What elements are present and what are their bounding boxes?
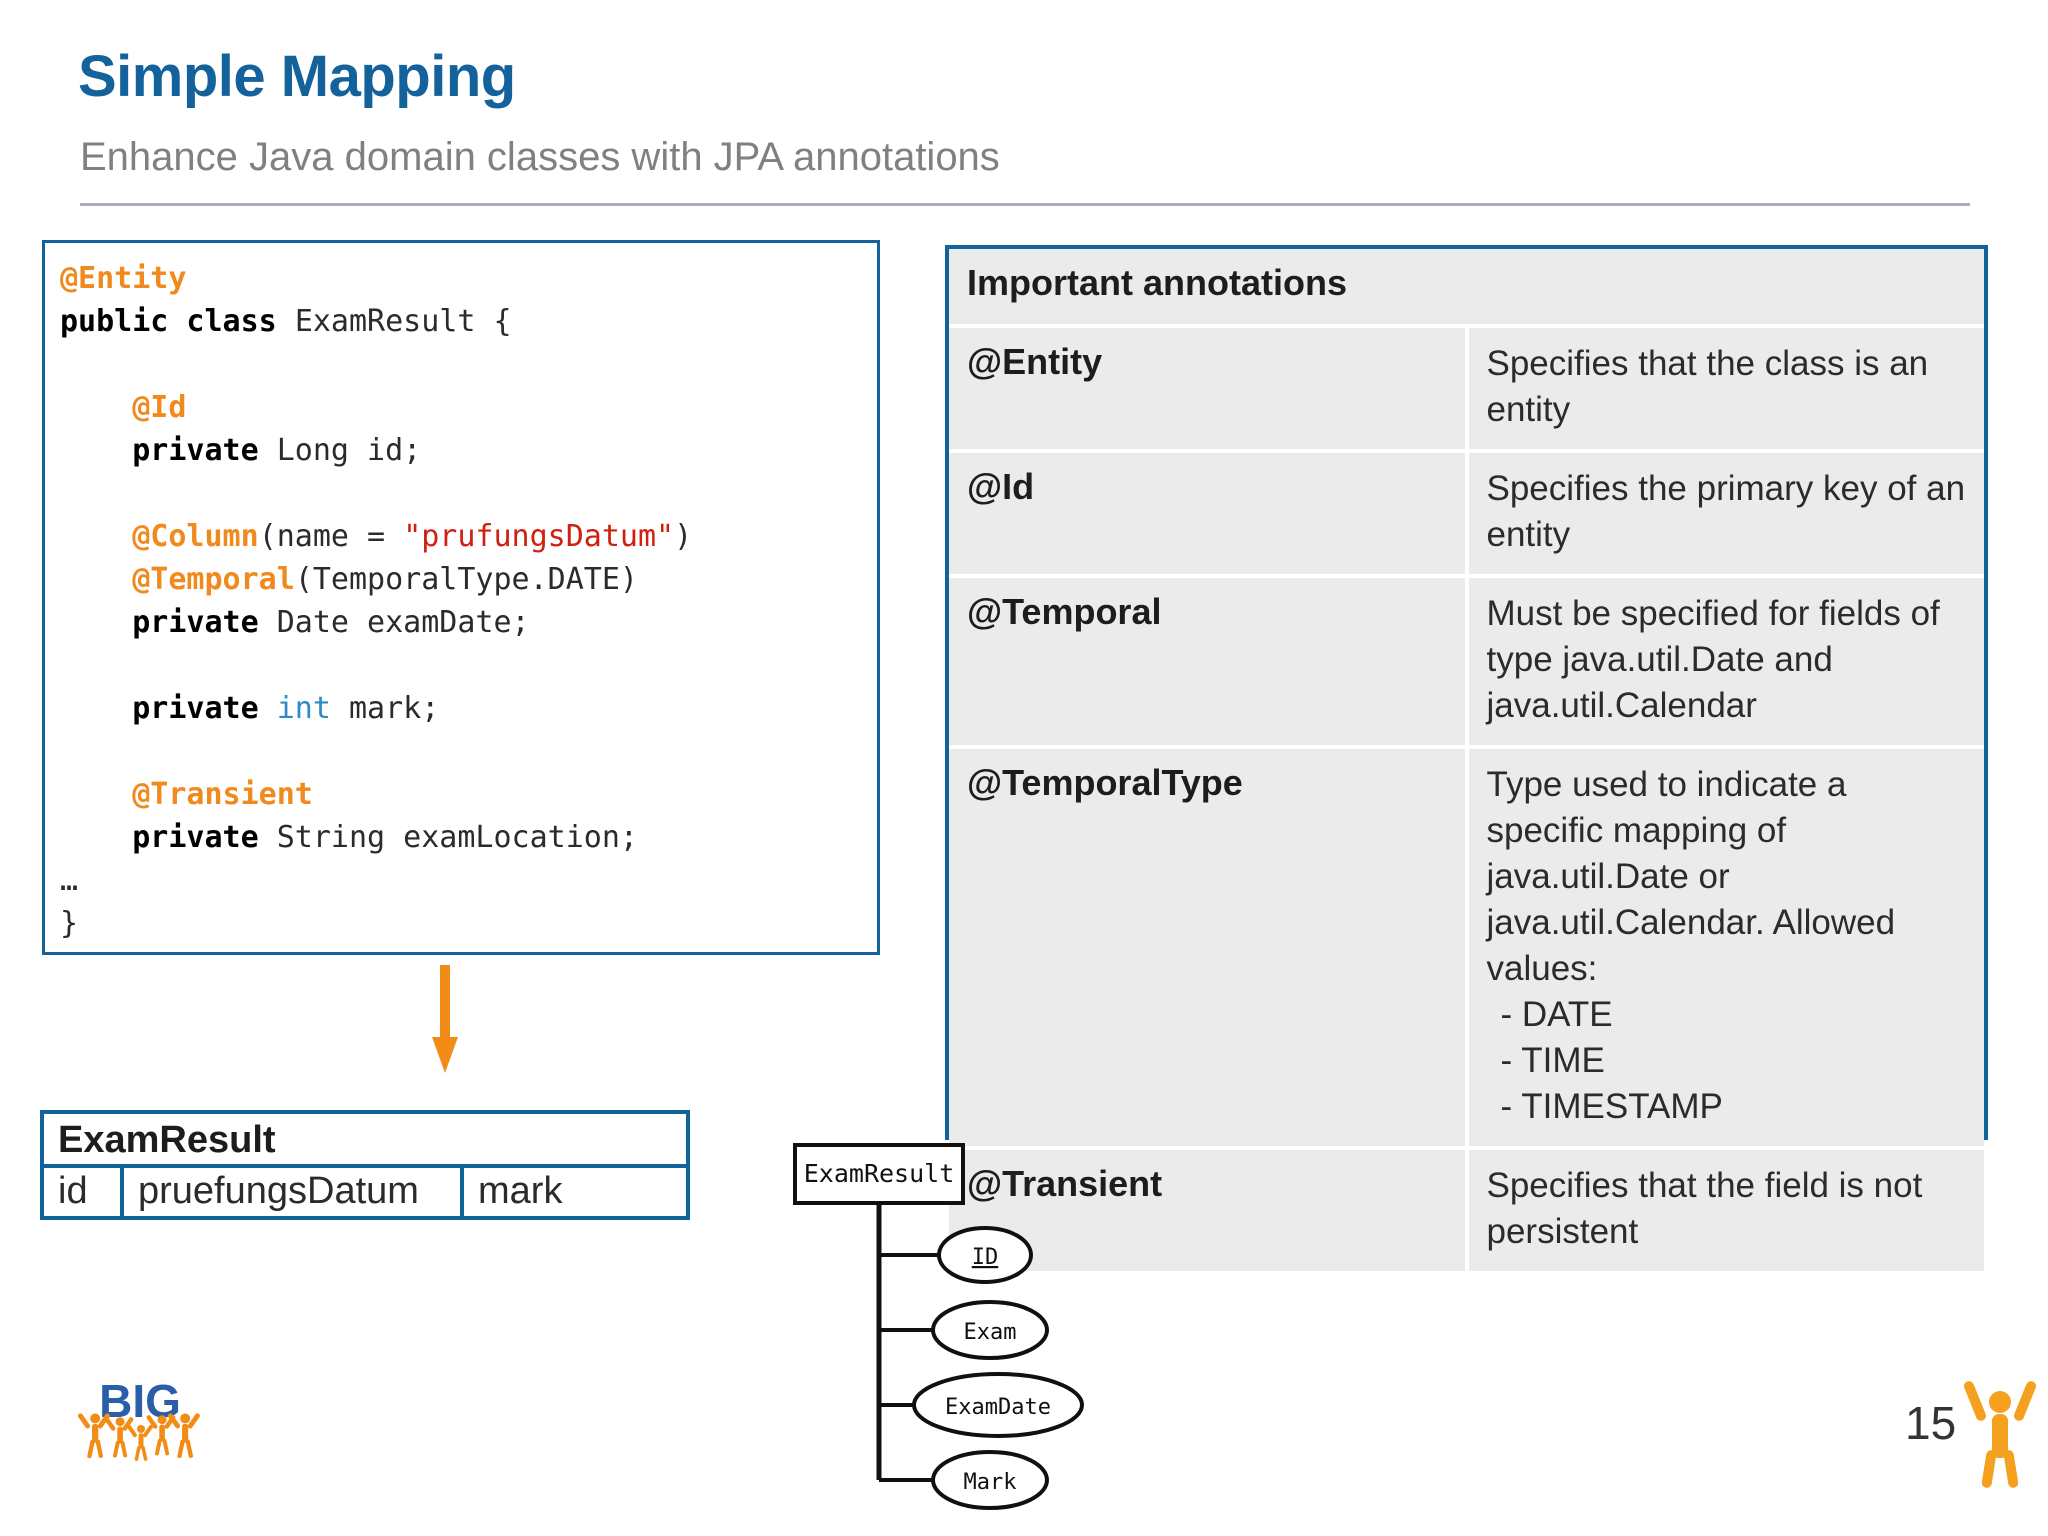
examresult-column-row: id pruefungsDatum mark bbox=[44, 1168, 686, 1216]
code-token: @Temporal bbox=[132, 562, 295, 597]
page-title: Simple Mapping bbox=[78, 44, 516, 109]
er-attribute-id: ID bbox=[972, 1245, 999, 1270]
list-item: - DATE bbox=[1500, 995, 1613, 1034]
code-token bbox=[60, 820, 132, 855]
code-token: @Column bbox=[132, 519, 259, 554]
code-token: "prufungsDatum" bbox=[403, 519, 675, 554]
annotation-name-cell: @Entity bbox=[949, 324, 1469, 451]
code-token bbox=[60, 691, 132, 726]
er-attribute-exam: Exam bbox=[964, 1320, 1017, 1345]
annotation-name-cell: @TemporalType bbox=[949, 745, 1469, 1148]
code-token bbox=[60, 433, 132, 468]
page-number: 15 bbox=[1905, 1397, 1957, 1449]
code-token: private bbox=[132, 691, 277, 726]
annotation-name-cell: @Id bbox=[949, 449, 1469, 576]
list-item: - TIME bbox=[1500, 1041, 1605, 1080]
code-token: private bbox=[132, 820, 277, 855]
code-token: ) bbox=[674, 519, 693, 554]
annotation-description-cell: Specifies that the field is not persiste… bbox=[1466, 1146, 1984, 1271]
examresult-column-pruefungsdatum: pruefungsDatum bbox=[124, 1168, 464, 1216]
celebrating-person-icon bbox=[1964, 1381, 2036, 1488]
code-token: @Transient bbox=[132, 777, 313, 812]
er-attribute-examdate: ExamDate bbox=[945, 1395, 1051, 1420]
code-token: (TemporalType.DATE) bbox=[294, 562, 638, 597]
code-token: @Id bbox=[132, 390, 187, 425]
code-token: … bbox=[60, 863, 79, 898]
big-logo-text: BIG bbox=[99, 1375, 181, 1427]
er-entity-label: ExamResult bbox=[804, 1159, 955, 1188]
java-code-panel: @Entity public class ExamResult { @Id pr… bbox=[42, 240, 880, 955]
annotation-description-cell: Specifies the primary key of an entity bbox=[1466, 449, 1984, 576]
annotation-description-cell: Specifies that the class is an entity bbox=[1466, 324, 1984, 451]
code-token: (name = bbox=[258, 519, 404, 554]
big-logo-figures bbox=[77, 1413, 200, 1461]
code-token: ExamResult { bbox=[294, 304, 512, 339]
down-arrow-icon bbox=[432, 965, 458, 1073]
code-token bbox=[60, 777, 132, 812]
annotation-name-cell: @Temporal bbox=[949, 574, 1469, 747]
code-token: Long id; bbox=[276, 433, 422, 468]
annotation-description-cell: Type used to indicate a specific mapping… bbox=[1466, 745, 1984, 1148]
table-header-row: Important annotations bbox=[949, 249, 1984, 326]
examresult-table-title: ExamResult bbox=[44, 1114, 686, 1168]
code-token: String examLocation; bbox=[276, 820, 638, 855]
code-token: } bbox=[60, 906, 79, 941]
code-token: private bbox=[132, 605, 277, 640]
page-subtitle: Enhance Java domain classes with JPA ann… bbox=[80, 135, 1000, 179]
code-token bbox=[60, 605, 132, 640]
java-code-text: @Entity public class ExamResult { @Id pr… bbox=[60, 257, 692, 945]
code-token: int bbox=[276, 691, 349, 726]
annotations-table-heading: Important annotations bbox=[949, 249, 1984, 326]
code-token bbox=[60, 562, 132, 597]
code-token: @Entity bbox=[60, 261, 187, 296]
list-item: - TIMESTAMP bbox=[1500, 1087, 1723, 1126]
annotation-name-cell: @Transient bbox=[949, 1146, 1469, 1271]
annotation-description-cell: Must be specified for fields of type jav… bbox=[1466, 574, 1984, 747]
title-divider bbox=[80, 203, 1970, 206]
code-token: mark; bbox=[349, 691, 440, 726]
code-token bbox=[60, 390, 132, 425]
er-diagram: ExamResult ID Exam ExamDate Mark bbox=[793, 1143, 1084, 1510]
code-token: private bbox=[132, 433, 277, 468]
examresult-db-table: ExamResult id pruefungsDatum mark bbox=[40, 1110, 690, 1220]
er-attribute-mark: Mark bbox=[964, 1470, 1017, 1495]
allowed-values-list: - DATE - TIME - TIMESTAMP bbox=[1487, 992, 1967, 1130]
code-token: Date examDate; bbox=[276, 605, 530, 640]
big-logo: BIG bbox=[77, 1375, 200, 1461]
code-token: public class bbox=[60, 304, 295, 339]
code-token bbox=[60, 519, 132, 554]
examresult-column-id: id bbox=[44, 1168, 124, 1216]
examresult-column-mark: mark bbox=[478, 1170, 563, 1212]
